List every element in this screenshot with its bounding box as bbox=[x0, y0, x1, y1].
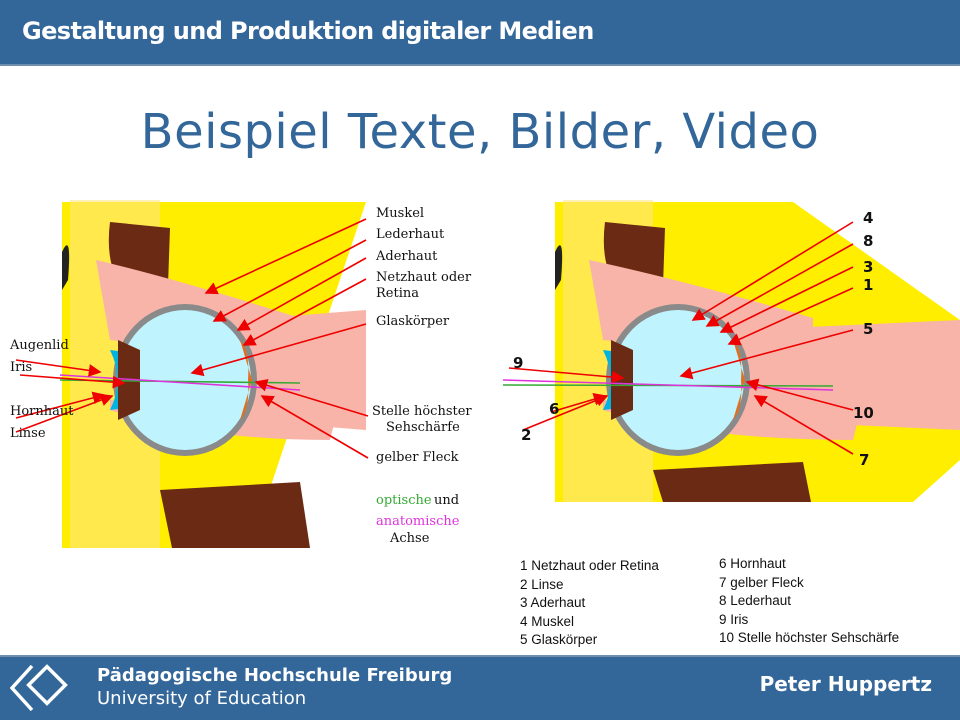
number-8: 8 bbox=[863, 232, 874, 250]
label-muskel: Muskel bbox=[376, 206, 425, 221]
label-anatomische: anatomische bbox=[376, 514, 460, 529]
label-optische: optische bbox=[376, 493, 432, 508]
pointer-arrows-left bbox=[15, 218, 369, 459]
footer-author: Peter Huppertz bbox=[759, 672, 932, 696]
university-logo-icon bbox=[10, 664, 68, 712]
label-lederhaut: Lederhaut bbox=[376, 227, 445, 242]
legend-item: 4 Muskel bbox=[520, 613, 575, 629]
legend-item: 6 Hornhaut bbox=[719, 556, 786, 571]
label-iris: Iris bbox=[10, 360, 33, 375]
legend-column-1: 1 Netzhaut oder Retina 2 Linse 3 Aderhau… bbox=[520, 557, 659, 650]
header-bar: Gestaltung und Produktion digitaler Medi… bbox=[0, 0, 960, 66]
eye-diagram-labeled: Muskel Lederhaut Aderhaut Netzhaut oder … bbox=[0, 200, 480, 550]
label-augenlid: Augenlid bbox=[10, 338, 69, 353]
number-4: 4 bbox=[863, 209, 874, 227]
label-achse: Achse bbox=[390, 531, 430, 546]
footer-subtitle: University of Education bbox=[97, 688, 307, 709]
label-stelle-line2: Sehschärfe bbox=[386, 420, 460, 435]
number-3: 3 bbox=[863, 258, 874, 276]
eye-anatomy-left bbox=[59, 200, 366, 548]
legend-item: 2 Linse bbox=[520, 576, 564, 592]
eye-anatomy-right bbox=[502, 200, 960, 502]
legend-item: 1 Netzhaut oder Retina bbox=[520, 558, 659, 573]
number-2: 2 bbox=[521, 426, 532, 444]
number-1: 1 bbox=[863, 276, 874, 294]
legend-item: 5 Glaskörper bbox=[520, 632, 598, 647]
label-gelber-fleck: gelber Fleck bbox=[376, 450, 459, 465]
legend-item: 8 Lederhaut bbox=[719, 593, 792, 608]
legend-item: 7 gelber Fleck bbox=[719, 574, 804, 590]
label-aderhaut: Aderhaut bbox=[376, 249, 438, 264]
number-5: 5 bbox=[863, 320, 874, 338]
header-title: Gestaltung und Produktion digitaler Medi… bbox=[22, 17, 594, 45]
legend-item: 10 Stelle höchster Sehschärfe bbox=[719, 630, 900, 645]
legend-item: 9 Iris bbox=[719, 611, 749, 627]
slide-title: Beispiel Texte, Bilder, Video bbox=[140, 104, 820, 160]
footer-bar: Pädagogische Hochschule Freiburg Univers… bbox=[0, 655, 960, 720]
footer-institution: Pädagogische Hochschule Freiburg bbox=[97, 665, 453, 686]
label-linse: Linse bbox=[10, 426, 46, 441]
label-stelle-line1: Stelle höchster bbox=[372, 404, 472, 419]
label-und: und bbox=[434, 493, 460, 508]
number-9: 9 bbox=[513, 354, 524, 372]
number-7: 7 bbox=[859, 451, 870, 469]
pointer-arrows-right bbox=[508, 221, 854, 455]
legend-item: 3 Aderhaut bbox=[520, 595, 586, 610]
legend-column-2: 6 Hornhaut 7 gelber Fleck 8 Lederhaut 9 … bbox=[719, 555, 899, 648]
number-6: 6 bbox=[549, 400, 560, 418]
label-netzhaut-line1: Netzhaut oder bbox=[376, 270, 472, 285]
label-hornhaut: Hornhaut bbox=[10, 404, 74, 419]
number-10: 10 bbox=[853, 404, 874, 422]
eye-illustration-left bbox=[15, 200, 369, 548]
label-netzhaut-line2: Retina bbox=[376, 286, 419, 301]
eye-illustration-right bbox=[502, 200, 960, 502]
eye-diagram-numbered: 4 8 3 1 5 9 6 2 10 7 bbox=[493, 200, 960, 530]
label-glaskoerper: Glaskörper bbox=[376, 314, 450, 329]
